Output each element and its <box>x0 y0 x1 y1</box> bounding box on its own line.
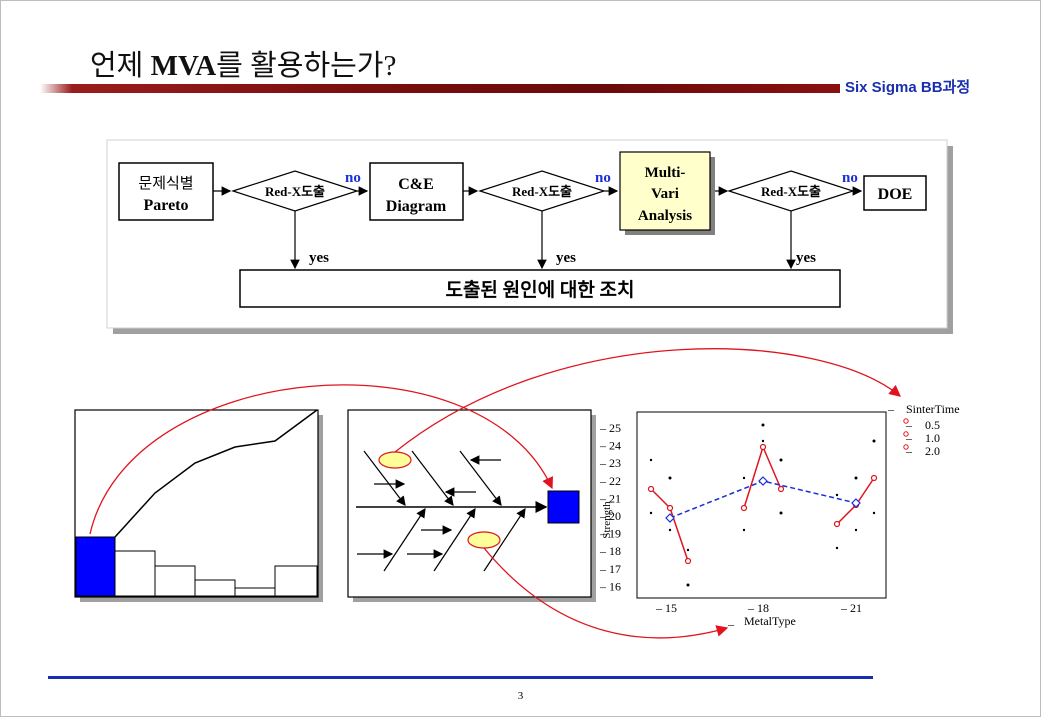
svg-text:0.5: 0.5 <box>925 418 940 432</box>
x-axis-ticks: – 15 – 18 – 21 <box>655 601 862 615</box>
flowchart: 문제식별 Pareto Red-X도출 no yes C&E Diagram R… <box>106 139 953 334</box>
fishbone-highlight-1 <box>378 451 412 469</box>
fishbone-highlight-2 <box>467 531 501 549</box>
pareto-bar-4 <box>194 579 236 597</box>
x-tick-label: – 18 <box>747 601 769 615</box>
legend-title: SinterTime <box>906 402 960 416</box>
y-tick-label: – 16 <box>599 579 621 593</box>
page-number: 3 <box>517 690 524 702</box>
no-label-2: no <box>595 170 611 186</box>
decision-1-label: Red-X도출 <box>265 184 325 199</box>
doe-box <box>863 175 927 211</box>
y-axis-label: Strength <box>601 501 613 539</box>
pareto-cumulative-line <box>114 409 318 538</box>
box1-line1: 문제식별 <box>138 175 193 192</box>
data-points <box>649 423 876 587</box>
sinter-means <box>647 443 878 565</box>
decision-3-label: Red-X도출 <box>761 184 821 199</box>
box1-line2: Pareto <box>143 197 188 214</box>
svg-text:1.0: 1.0 <box>925 431 940 445</box>
box3-line1: Multi- <box>645 165 686 181</box>
y-tick-label: – 24 <box>599 439 621 453</box>
yes-label-3: yes <box>796 250 816 266</box>
action-label: 도출된 원인에 대한 조치 <box>445 279 634 301</box>
arrow-pareto-to-fishbone <box>89 384 553 535</box>
pareto-bar-5 <box>234 587 276 597</box>
y-tick-label: – 17 <box>599 562 621 576</box>
pareto-thumbnail <box>74 409 323 602</box>
fishbone-thumbnail <box>347 409 596 602</box>
multi-vari-chart: – 25 – 24 – 23 – 22 – 21 – 20 – 19 – 18 – 17 – 16… <box>599 402 960 631</box>
decision-2-label: Red-X도출 <box>512 184 572 199</box>
action-box <box>239 269 841 308</box>
box3-line3: Analysis <box>638 208 692 224</box>
page-title: 언제 MVA를 활용하는가? <box>90 50 397 82</box>
arrow-fishbone-to-legend <box>394 348 902 453</box>
fishbone-head <box>547 490 580 524</box>
y-tick-label: – 25 <box>599 421 621 435</box>
box3-line2: Vari <box>651 186 679 202</box>
no-label-1: no <box>345 170 361 186</box>
y-tick-label: – 22 <box>599 474 621 488</box>
metaltype-means <box>665 476 861 523</box>
yes-label-2: yes <box>556 250 576 266</box>
yes-label-1: yes <box>309 250 329 266</box>
y-tick-label: – 23 <box>599 456 621 470</box>
y-tick-label: – 18 <box>599 544 621 558</box>
connector-arrows <box>89 348 902 639</box>
pareto-bar-1 <box>75 536 116 597</box>
y-tick-label: – 21 <box>599 491 621 505</box>
legend-dash: – <box>887 402 895 416</box>
ce-diagram-box <box>369 162 464 221</box>
pareto-bar-2 <box>114 550 156 597</box>
pareto-bar-6 <box>274 565 318 597</box>
box2-line1: C&E <box>398 176 434 193</box>
x-tick-label: – 15 <box>655 601 677 615</box>
x-tick-label: – 21 <box>840 601 862 615</box>
footer-line <box>48 676 873 679</box>
course-label: Six Sigma BB과정 <box>845 79 971 96</box>
x-axis-tick-mark: – <box>727 617 735 631</box>
svg-text:–: – <box>905 431 913 445</box>
legend-items: – 0.5 – 1.0 – 2.0 <box>903 418 940 458</box>
box2-line2: Diagram <box>386 198 447 215</box>
box4-label: DOE <box>878 186 913 203</box>
pareto-bar-3 <box>154 565 196 597</box>
no-label-3: no <box>842 170 858 186</box>
arrow-fishbone-to-xaxis <box>483 547 729 639</box>
x-axis-label: MetalType <box>744 614 796 628</box>
multi-vari-box <box>619 151 711 231</box>
y-axis-ticks: – 25 – 24 – 23 – 22 – 21 – 20 – 19 – 18 – 17 – 16 <box>599 421 621 593</box>
y-tick-label: – 20 <box>599 509 621 523</box>
y-tick-label: – 19 <box>599 527 621 541</box>
svg-text:2.0: 2.0 <box>925 444 940 458</box>
svg-text:–: – <box>905 444 913 458</box>
title-underline <box>40 84 840 93</box>
svg-text:–: – <box>905 418 913 432</box>
